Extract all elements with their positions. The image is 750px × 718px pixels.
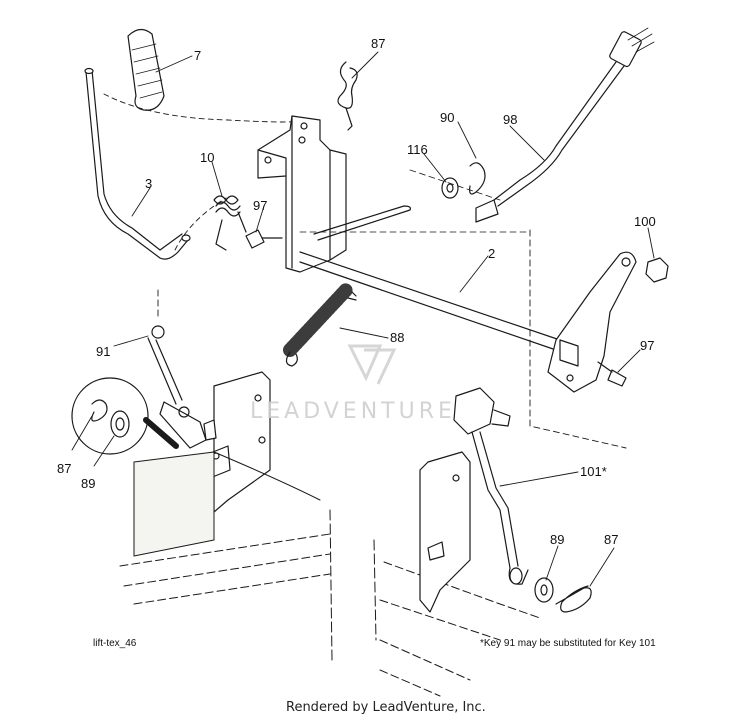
link-rod-91 bbox=[147, 325, 207, 449]
callout-98: 98 bbox=[503, 112, 517, 127]
callout-89-right: 89 bbox=[550, 532, 564, 547]
callout-88: 88 bbox=[390, 330, 404, 345]
callout-10: 10 bbox=[200, 150, 214, 165]
footer-credit: Rendered by LeadVenture, Inc. bbox=[286, 700, 486, 715]
callout-7: 7 bbox=[194, 48, 201, 63]
callout-87-top: 87 bbox=[371, 36, 385, 51]
main-bracket bbox=[257, 115, 347, 273]
right-lift-arm bbox=[547, 251, 637, 393]
cross-shaft bbox=[299, 205, 561, 351]
callout-89-left: 89 bbox=[81, 476, 95, 491]
watermark-text: LEADVENTURE bbox=[250, 399, 456, 424]
right-deck-bracket bbox=[419, 451, 471, 613]
handle-grip bbox=[127, 28, 165, 111]
bolt-97-left bbox=[245, 229, 283, 249]
callout-90: 90 bbox=[440, 110, 454, 125]
callout-100: 100 bbox=[634, 214, 656, 229]
callout-87-left: 87 bbox=[57, 461, 71, 476]
hex-nut-100 bbox=[645, 257, 669, 283]
link-rod-101 bbox=[453, 387, 529, 585]
extension-spring bbox=[283, 283, 357, 367]
torsion-spring bbox=[213, 195, 247, 251]
callout-87-right: 87 bbox=[604, 532, 618, 547]
hairpin-clip-top bbox=[337, 61, 358, 131]
watermark: LEADVENTURE bbox=[250, 344, 456, 424]
linkage-rod bbox=[475, 27, 655, 223]
leader-lines bbox=[71, 51, 655, 587]
callout-3: 3 bbox=[145, 176, 152, 191]
bolt-97-right bbox=[597, 361, 627, 387]
clip-90 bbox=[469, 162, 486, 195]
mower-deck bbox=[119, 451, 541, 697]
callout-101: 101* bbox=[580, 464, 607, 479]
callout-116: 116 bbox=[407, 142, 428, 157]
washer-89-right bbox=[534, 577, 554, 603]
callout-97-right: 97 bbox=[640, 338, 654, 353]
detail-magnifier bbox=[71, 377, 179, 455]
callout-97-left: 97 bbox=[253, 198, 267, 213]
figure-id: lift-tex_46 bbox=[93, 638, 137, 649]
callout-91: 91 bbox=[96, 344, 110, 359]
hairpin-clip-right bbox=[555, 585, 592, 613]
substitution-note: *Key 91 may be substituted for Key 101 bbox=[480, 638, 656, 649]
lift-lever bbox=[84, 67, 191, 260]
callout-labels: 7 87 90 98 116 10 3 97 2 100 88 91 97 87… bbox=[57, 36, 656, 547]
callout-2: 2 bbox=[488, 246, 495, 261]
washer-116 bbox=[441, 177, 459, 199]
